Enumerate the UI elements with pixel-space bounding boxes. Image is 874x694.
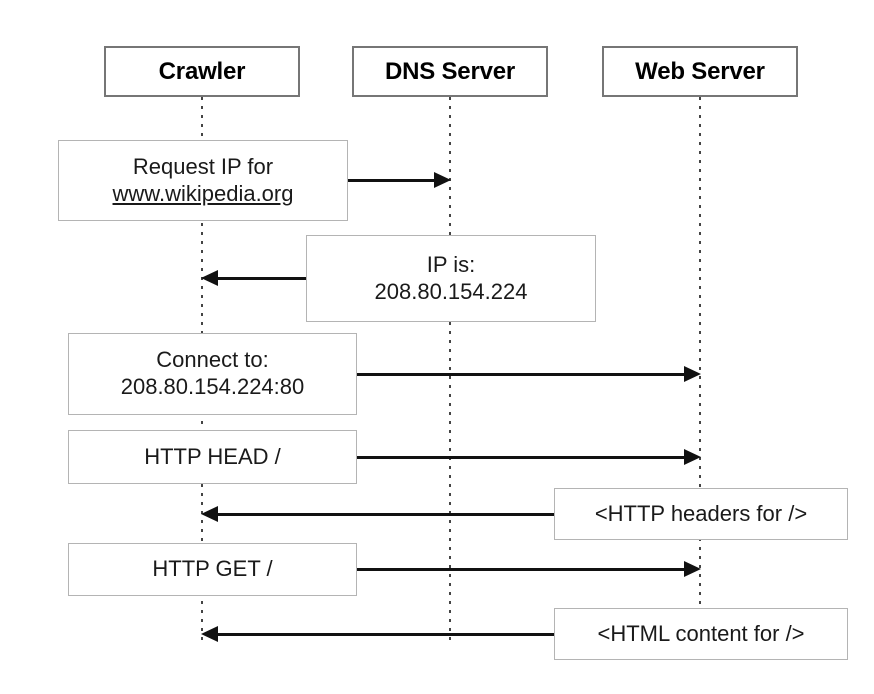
message-label-line: 208.80.154.224 [374, 278, 528, 304]
message-label-line: Connect to: [156, 347, 269, 373]
arrow-http-head [357, 449, 701, 465]
arrow-head [684, 561, 701, 577]
arrow-shaft [348, 179, 436, 182]
arrow-http-get [357, 561, 701, 577]
arrow-html-content-response [201, 626, 554, 642]
arrow-head [201, 270, 218, 286]
participant-web[interactable]: Web Server [602, 46, 798, 97]
message-box-ip-response[interactable]: IP is:208.80.154.224 [306, 235, 596, 322]
arrow-head [201, 506, 218, 522]
arrow-head [201, 626, 218, 642]
arrow-shaft [357, 568, 686, 571]
message-label-line: www.wikipedia.org [112, 180, 294, 206]
message-label-line: 208.80.154.224:80 [120, 374, 305, 399]
arrow-shaft [216, 513, 554, 516]
message-label-line: Request IP for [132, 153, 274, 179]
participant-crawler[interactable]: Crawler [104, 46, 300, 97]
participant-dns[interactable]: DNS Server [352, 46, 548, 97]
arrow-http-headers-response [201, 506, 554, 522]
arrow-ip-response [201, 270, 306, 286]
lifeline-dns [449, 97, 451, 640]
arrow-shaft [216, 633, 554, 636]
message-label-line: <HTTP headers for /> [594, 500, 808, 526]
arrow-head [434, 172, 451, 188]
message-label-line: IP is: [426, 251, 476, 277]
message-box-html-content-response[interactable]: <HTML content for /> [554, 608, 848, 660]
message-box-http-get[interactable]: HTTP GET / [68, 543, 357, 596]
arrow-head [684, 366, 701, 382]
message-label-line: HTTP HEAD / [144, 443, 281, 469]
arrow-connect-to [357, 366, 701, 382]
message-label-line: <HTML content for /> [597, 620, 805, 646]
message-box-http-head[interactable]: HTTP HEAD / [68, 430, 357, 484]
arrow-shaft [216, 277, 306, 280]
arrow-head [684, 449, 701, 465]
arrow-shaft [357, 373, 686, 376]
arrow-shaft [357, 456, 686, 459]
arrow-request-ip [348, 172, 451, 188]
message-label-line: HTTP GET / [152, 556, 273, 582]
message-box-connect-to[interactable]: Connect to:208.80.154.224:80 [68, 333, 357, 415]
message-box-http-headers-response[interactable]: <HTTP headers for /> [554, 488, 848, 540]
